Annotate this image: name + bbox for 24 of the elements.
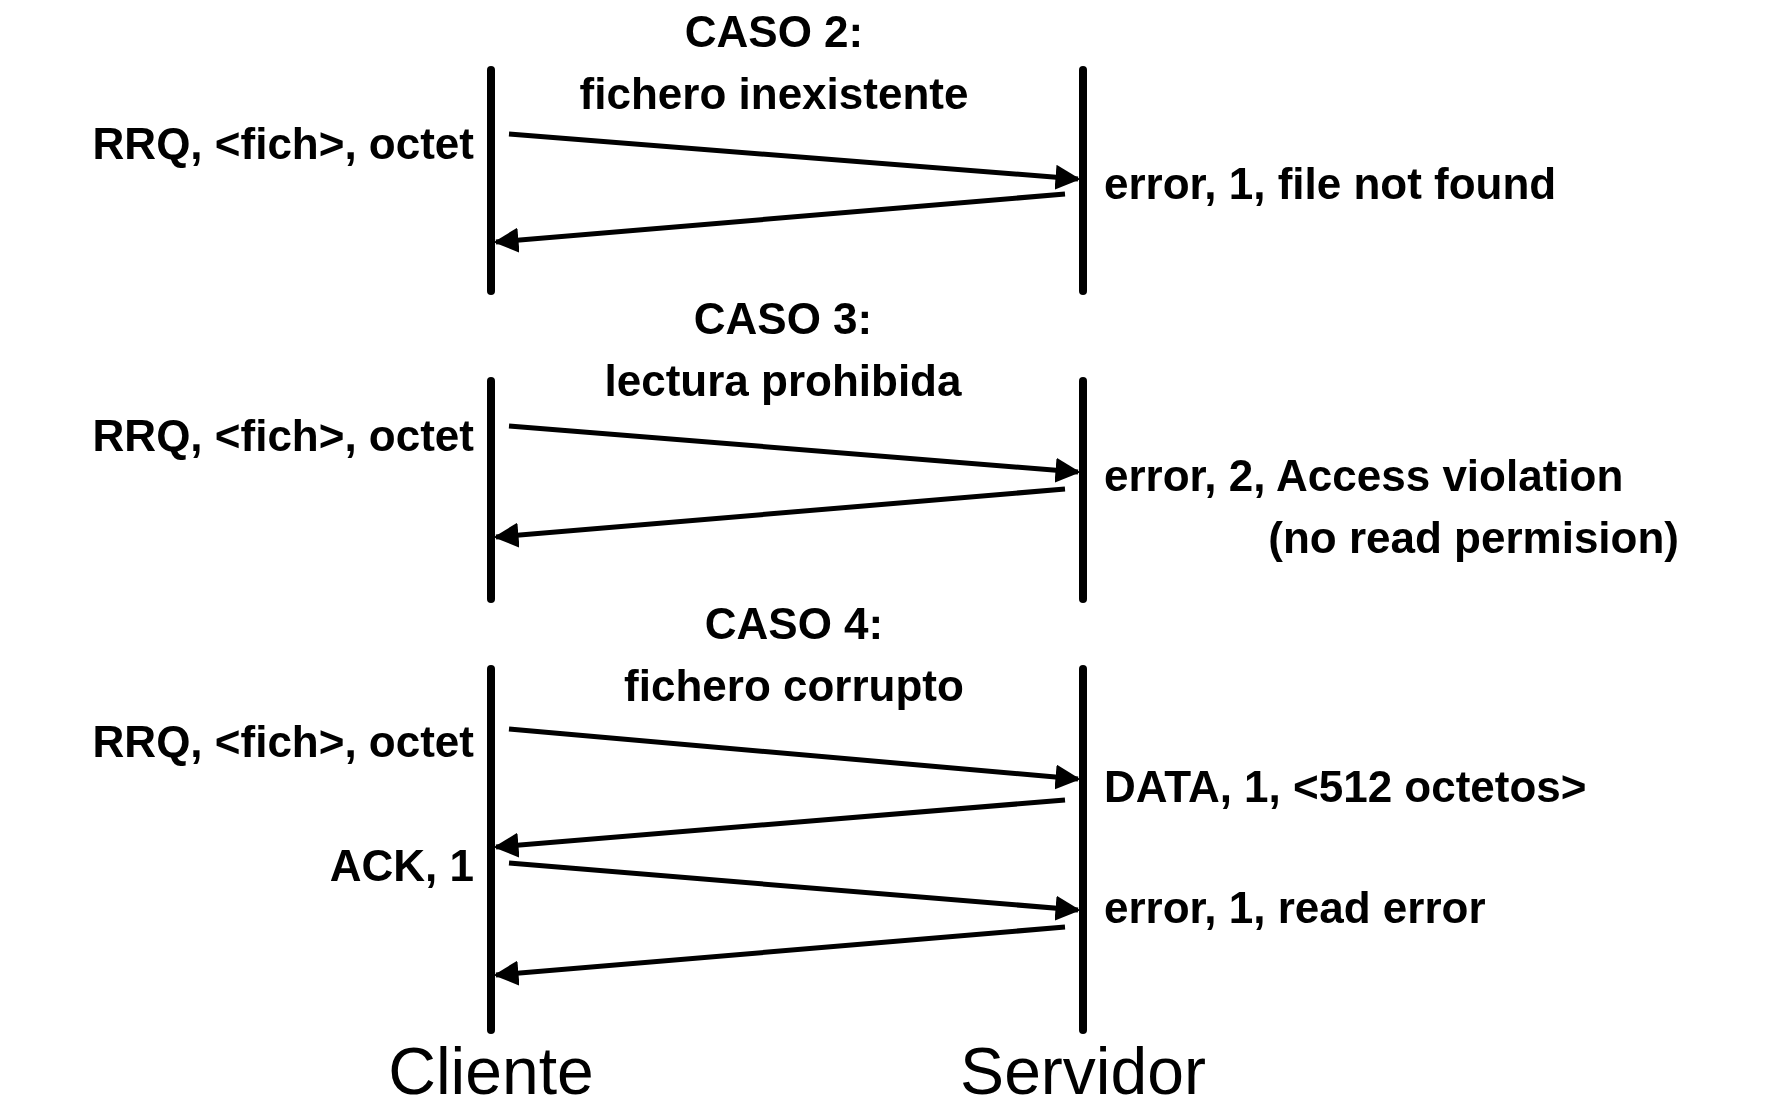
message-label: error, 1, file not found	[1104, 158, 1557, 210]
case-heading: fichero corrupto	[624, 660, 964, 712]
case-heading: lectura prohibida	[604, 355, 962, 407]
case-heading: CASO 2:	[684, 6, 864, 58]
message-label: ACK, 1	[329, 840, 474, 892]
message-arrow	[493, 191, 1066, 253]
case-heading: CASO 4:	[704, 598, 884, 650]
participant-label: Servidor	[960, 1036, 1206, 1096]
message-label: error, 1, read error	[1104, 882, 1486, 934]
message-arrow	[508, 423, 1081, 483]
message-arrow	[493, 924, 1066, 986]
case-heading: CASO 3:	[693, 293, 873, 345]
message-arrow	[508, 131, 1081, 190]
participant-label: Cliente	[388, 1036, 594, 1096]
message-label: RRQ, <fich>, octet	[92, 410, 474, 462]
message-label: RRQ, <fich>, octet	[92, 716, 474, 768]
message-arrow	[508, 726, 1081, 790]
message-label: DATA, 1, <512 octetos>	[1104, 761, 1587, 813]
message-arrow	[493, 797, 1066, 858]
message-label: RRQ, <fich>, octet	[92, 118, 474, 170]
case-heading: fichero inexistente	[579, 68, 969, 120]
message-arrow	[508, 860, 1081, 921]
message-label: error, 2, Access violation (no read permision)	[1104, 450, 1679, 564]
message-arrow	[493, 486, 1066, 548]
